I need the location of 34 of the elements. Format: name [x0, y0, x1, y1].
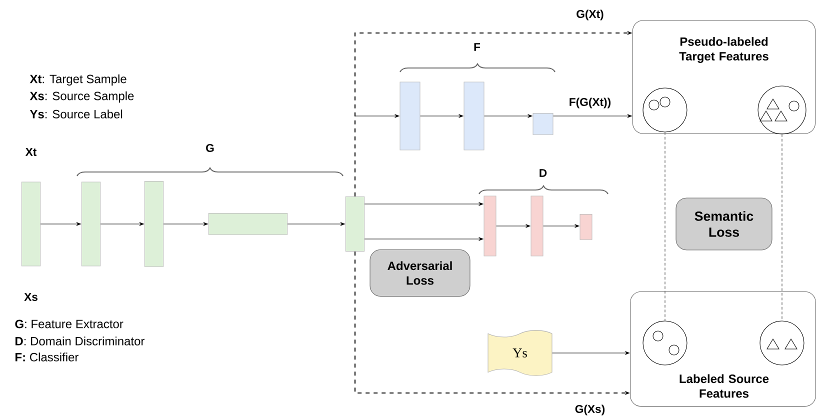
legend-text: F: Classifier: [16, 352, 79, 362]
legend-text: Ys: Source Label: [30, 110, 122, 118]
layer-bar: [464, 82, 484, 150]
feature-cluster: [642, 88, 688, 132]
input-label: Xt: [25, 148, 37, 156]
loss-box: Semantic Loss: [676, 198, 772, 250]
layer-bar: [208, 213, 288, 235]
bracket-label: G: [206, 144, 214, 152]
edge-label: G(Xs): [574, 403, 606, 417]
layer-bar: [345, 196, 365, 252]
feature-panel: Labeled Source Features: [630, 291, 816, 407]
legend-text: Xt: Target Sample: [30, 74, 126, 86]
layer-bar: [580, 214, 592, 240]
feature-cluster: [758, 86, 806, 134]
layer-bar: [144, 181, 164, 267]
label-flag: Ys: [488, 330, 552, 376]
feature-cluster: [760, 320, 804, 366]
input-label: Xs: [24, 293, 38, 301]
layer-bar: [81, 182, 101, 266]
layer-bar: [530, 196, 544, 256]
bracket-label: F: [474, 43, 480, 51]
loss-box: Adversarial Loss: [370, 249, 470, 297]
legend-text: D: Domain Discriminator: [16, 336, 145, 346]
legend-text: G: Feature Extractor: [15, 320, 124, 328]
layer-bar: [21, 182, 41, 266]
bracket-label: D: [540, 169, 547, 177]
legend-text: Xs: Source Sample: [30, 91, 134, 103]
layer-bar: [484, 196, 496, 256]
feature-panel: Pseudo-labeled Target Features: [632, 20, 816, 134]
layer-bar: [400, 82, 420, 150]
edge-label: F(G(Xt)): [568, 96, 612, 110]
feature-cluster: [642, 320, 688, 366]
edge-label: G(Xt): [574, 8, 606, 22]
layer-bar: [532, 113, 554, 135]
